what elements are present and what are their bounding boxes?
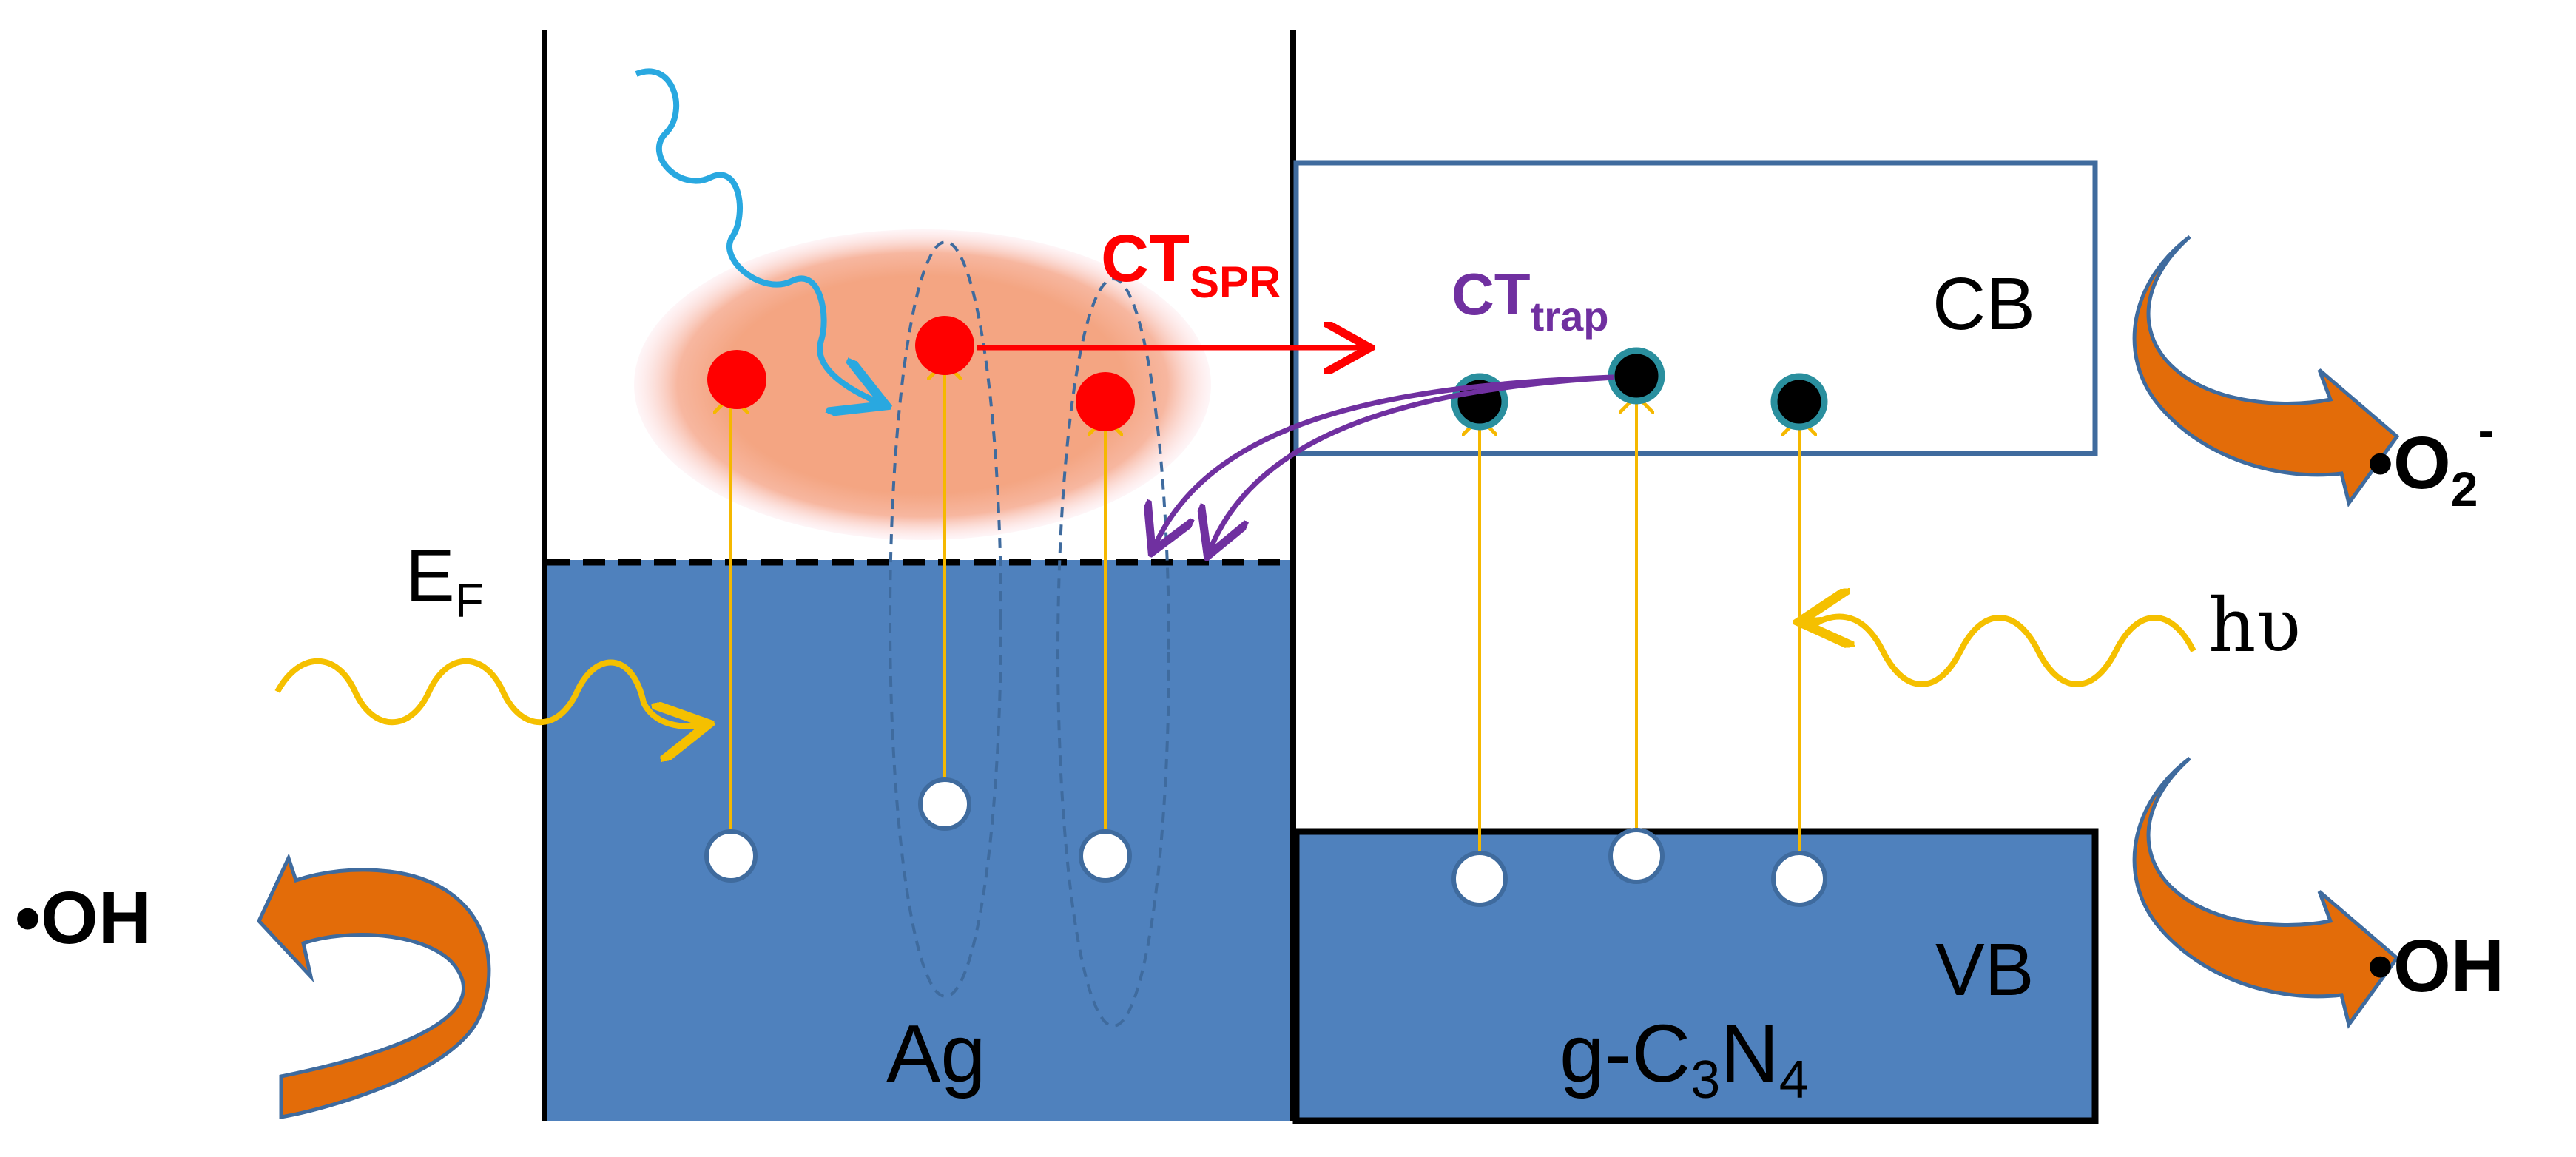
dashed-orbit-2 [1056,277,1170,1028]
dashed-orbit-1 [889,240,1002,998]
radical-o2-label: •O2- [2367,402,2495,516]
valence-band [1292,828,2099,1124]
conduction-band [1293,160,2098,456]
ct-trap-label: CTtrap [1451,261,1608,340]
vb-label: VB [1935,928,2034,1011]
gcn-label: g-C3N4 [1560,1008,1809,1110]
spr-photon-wave-icon [635,68,880,403]
gcn-excitation-lines [1480,396,1799,880]
hot-electrons [707,316,1135,431]
curved-arrow-icon [257,235,2400,1119]
left-photon-wave-icon [274,658,703,726]
radical-oh-right: •OH [2367,925,2504,1008]
cb-label: CB [1932,263,2035,345]
ct-trap-arrow-1 [1154,374,1615,547]
ag-label: Ag [886,1008,986,1099]
ct-spr-label: CTSPR [1101,222,1281,307]
photon-label: hυ [2208,582,2301,669]
gcn-holes [1451,828,1827,907]
ag-excitation-lines [731,362,1105,858]
radical-oh-left: •OH [15,877,152,959]
right-photon-wave-icon [1805,617,2196,687]
ag-holes [704,777,1132,883]
ct-trap-arrow-2 [1210,374,1615,551]
fermi-label: EF [405,534,484,627]
